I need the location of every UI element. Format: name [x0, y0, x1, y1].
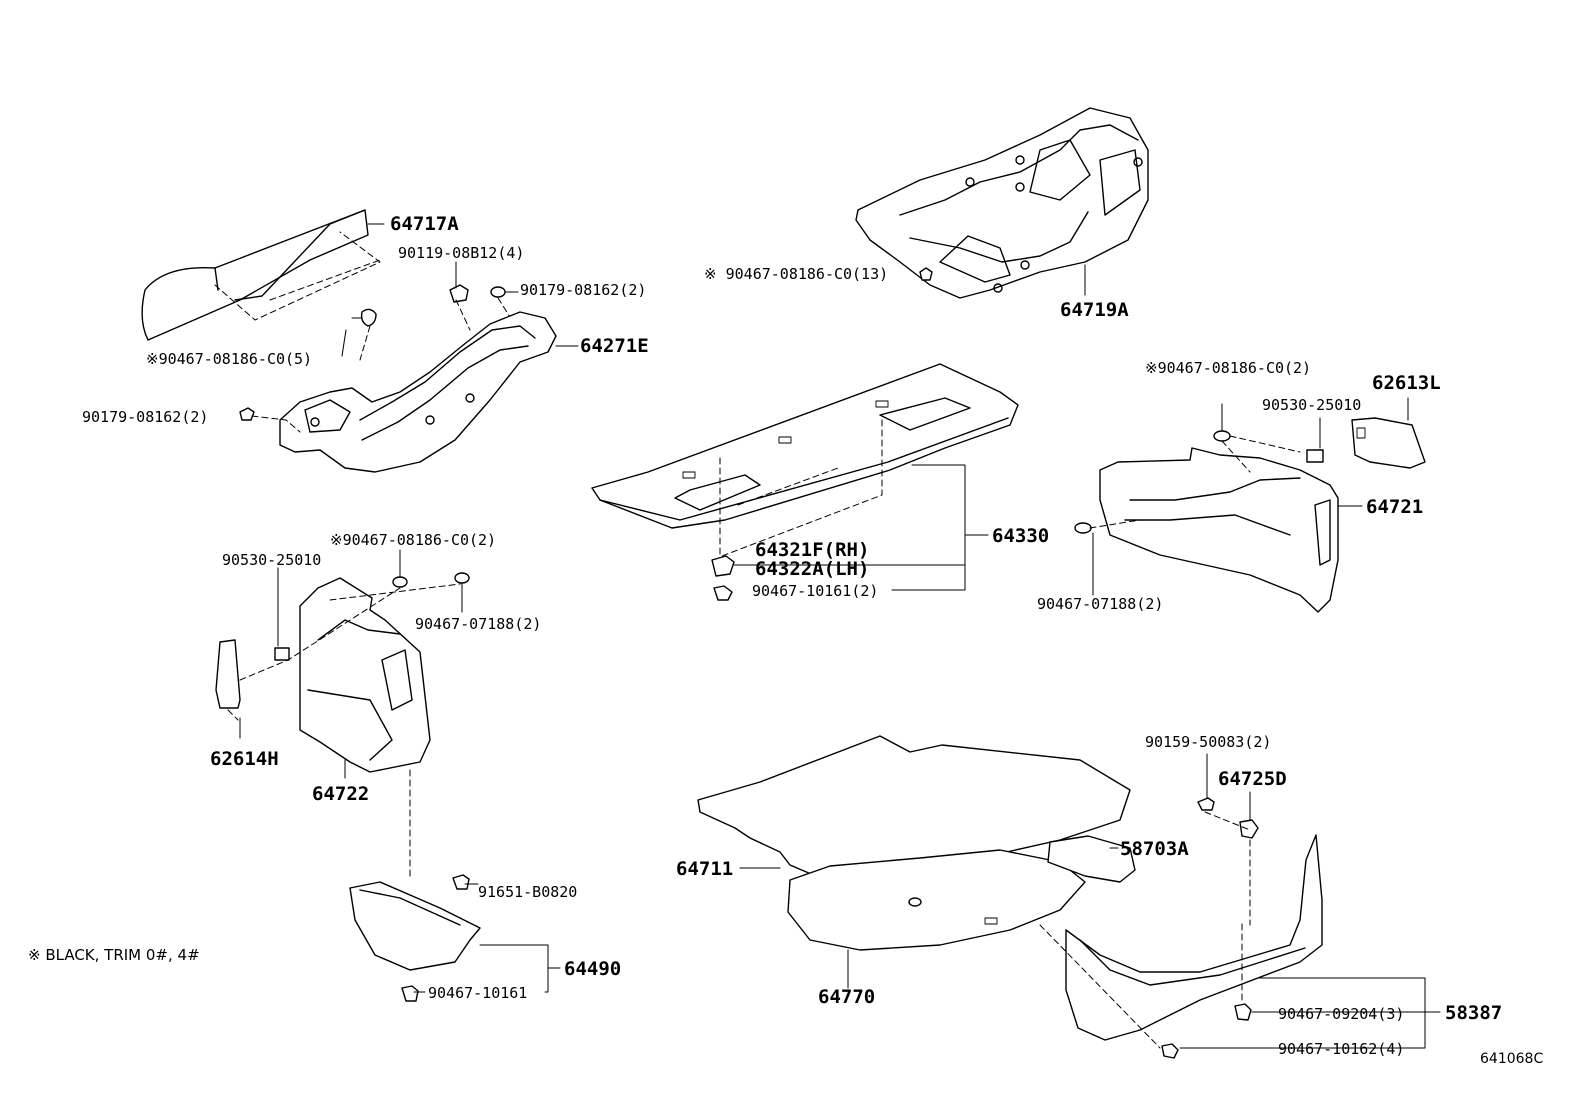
label-64770: 64770 [818, 986, 875, 1008]
label-90467-09204: 90467-09204(3) [1278, 1005, 1404, 1023]
figure-code: 641068C [1480, 1051, 1543, 1067]
part-64711-drawing [697, 735, 1131, 896]
label-62613L: 62613L [1372, 372, 1441, 394]
part-64770-drawing [787, 849, 1086, 989]
label-90179-08162-top: 90179-08162(2) [520, 281, 646, 299]
label-90467-08186-C0-2-left: ※90467-08186-C0(2) [330, 531, 496, 549]
label-64725D: 64725D [1218, 768, 1287, 790]
label-64721: 64721 [1366, 496, 1423, 518]
label-64719A: 64719A [1060, 299, 1129, 321]
label-58387: 58387 [1445, 1002, 1502, 1024]
part-64721-drawing [1074, 397, 1426, 613]
part-58387-drawing [1039, 753, 1441, 1059]
label-90467-07188-right: 90467-07188(2) [1037, 595, 1163, 613]
label-90467-08186-C0-13: ※ 90467-08186-C0(13) [704, 265, 888, 283]
label-90467-08186-C0-2-right: ※90467-08186-C0(2) [1145, 359, 1311, 377]
note-black-trim: ※ BLACK, TRIM 0#, 4# [28, 946, 200, 964]
label-90159-50083: 90159-50083(2) [1145, 733, 1271, 751]
label-62614H: 62614H [210, 748, 279, 770]
label-90530-25010-left: 90530-25010 [222, 551, 321, 569]
label-64711: 64711 [676, 858, 733, 880]
label-90467-07188-left: 90467-07188(2) [415, 615, 541, 633]
part-labels: 64717A 90119-08B12(4) 90179-08162(2) ※90… [28, 213, 1543, 1067]
part-64722-drawing [215, 549, 470, 881]
label-90467-10161-2: 90467-10161(2) [752, 582, 878, 600]
part-64719A-drawing [855, 107, 1149, 299]
label-64321F-RH: 64321F(RH) [755, 539, 869, 561]
label-90467-10161: 90467-10161 [428, 984, 527, 1002]
label-90119-08B12: 90119-08B12(4) [398, 244, 524, 262]
part-64330-drawing [591, 363, 1019, 601]
part-58703A-drawing [1047, 835, 1136, 883]
label-64330: 64330 [992, 525, 1049, 547]
part-clips-top-left [341, 261, 519, 361]
label-58703A: 58703A [1120, 838, 1189, 860]
part-64271E-drawing [239, 311, 579, 473]
part-64717A-drawing [141, 209, 385, 341]
label-64490: 64490 [564, 958, 621, 980]
label-64717A: 64717A [390, 213, 459, 235]
label-64322A-LH: 64322A(LH) [755, 558, 869, 580]
label-90467-08186-C0-5: ※90467-08186-C0(5) [146, 350, 312, 368]
label-64722: 64722 [312, 783, 369, 805]
label-90179-08162-left: 90179-08162(2) [82, 408, 208, 426]
part-64490-drawing [349, 874, 561, 1002]
label-64271E: 64271E [580, 335, 649, 357]
label-91651-B0820: 91651-B0820 [478, 883, 577, 901]
label-90467-10162: 90467-10162(4) [1278, 1040, 1404, 1058]
label-90530-25010-right: 90530-25010 [1262, 396, 1361, 414]
